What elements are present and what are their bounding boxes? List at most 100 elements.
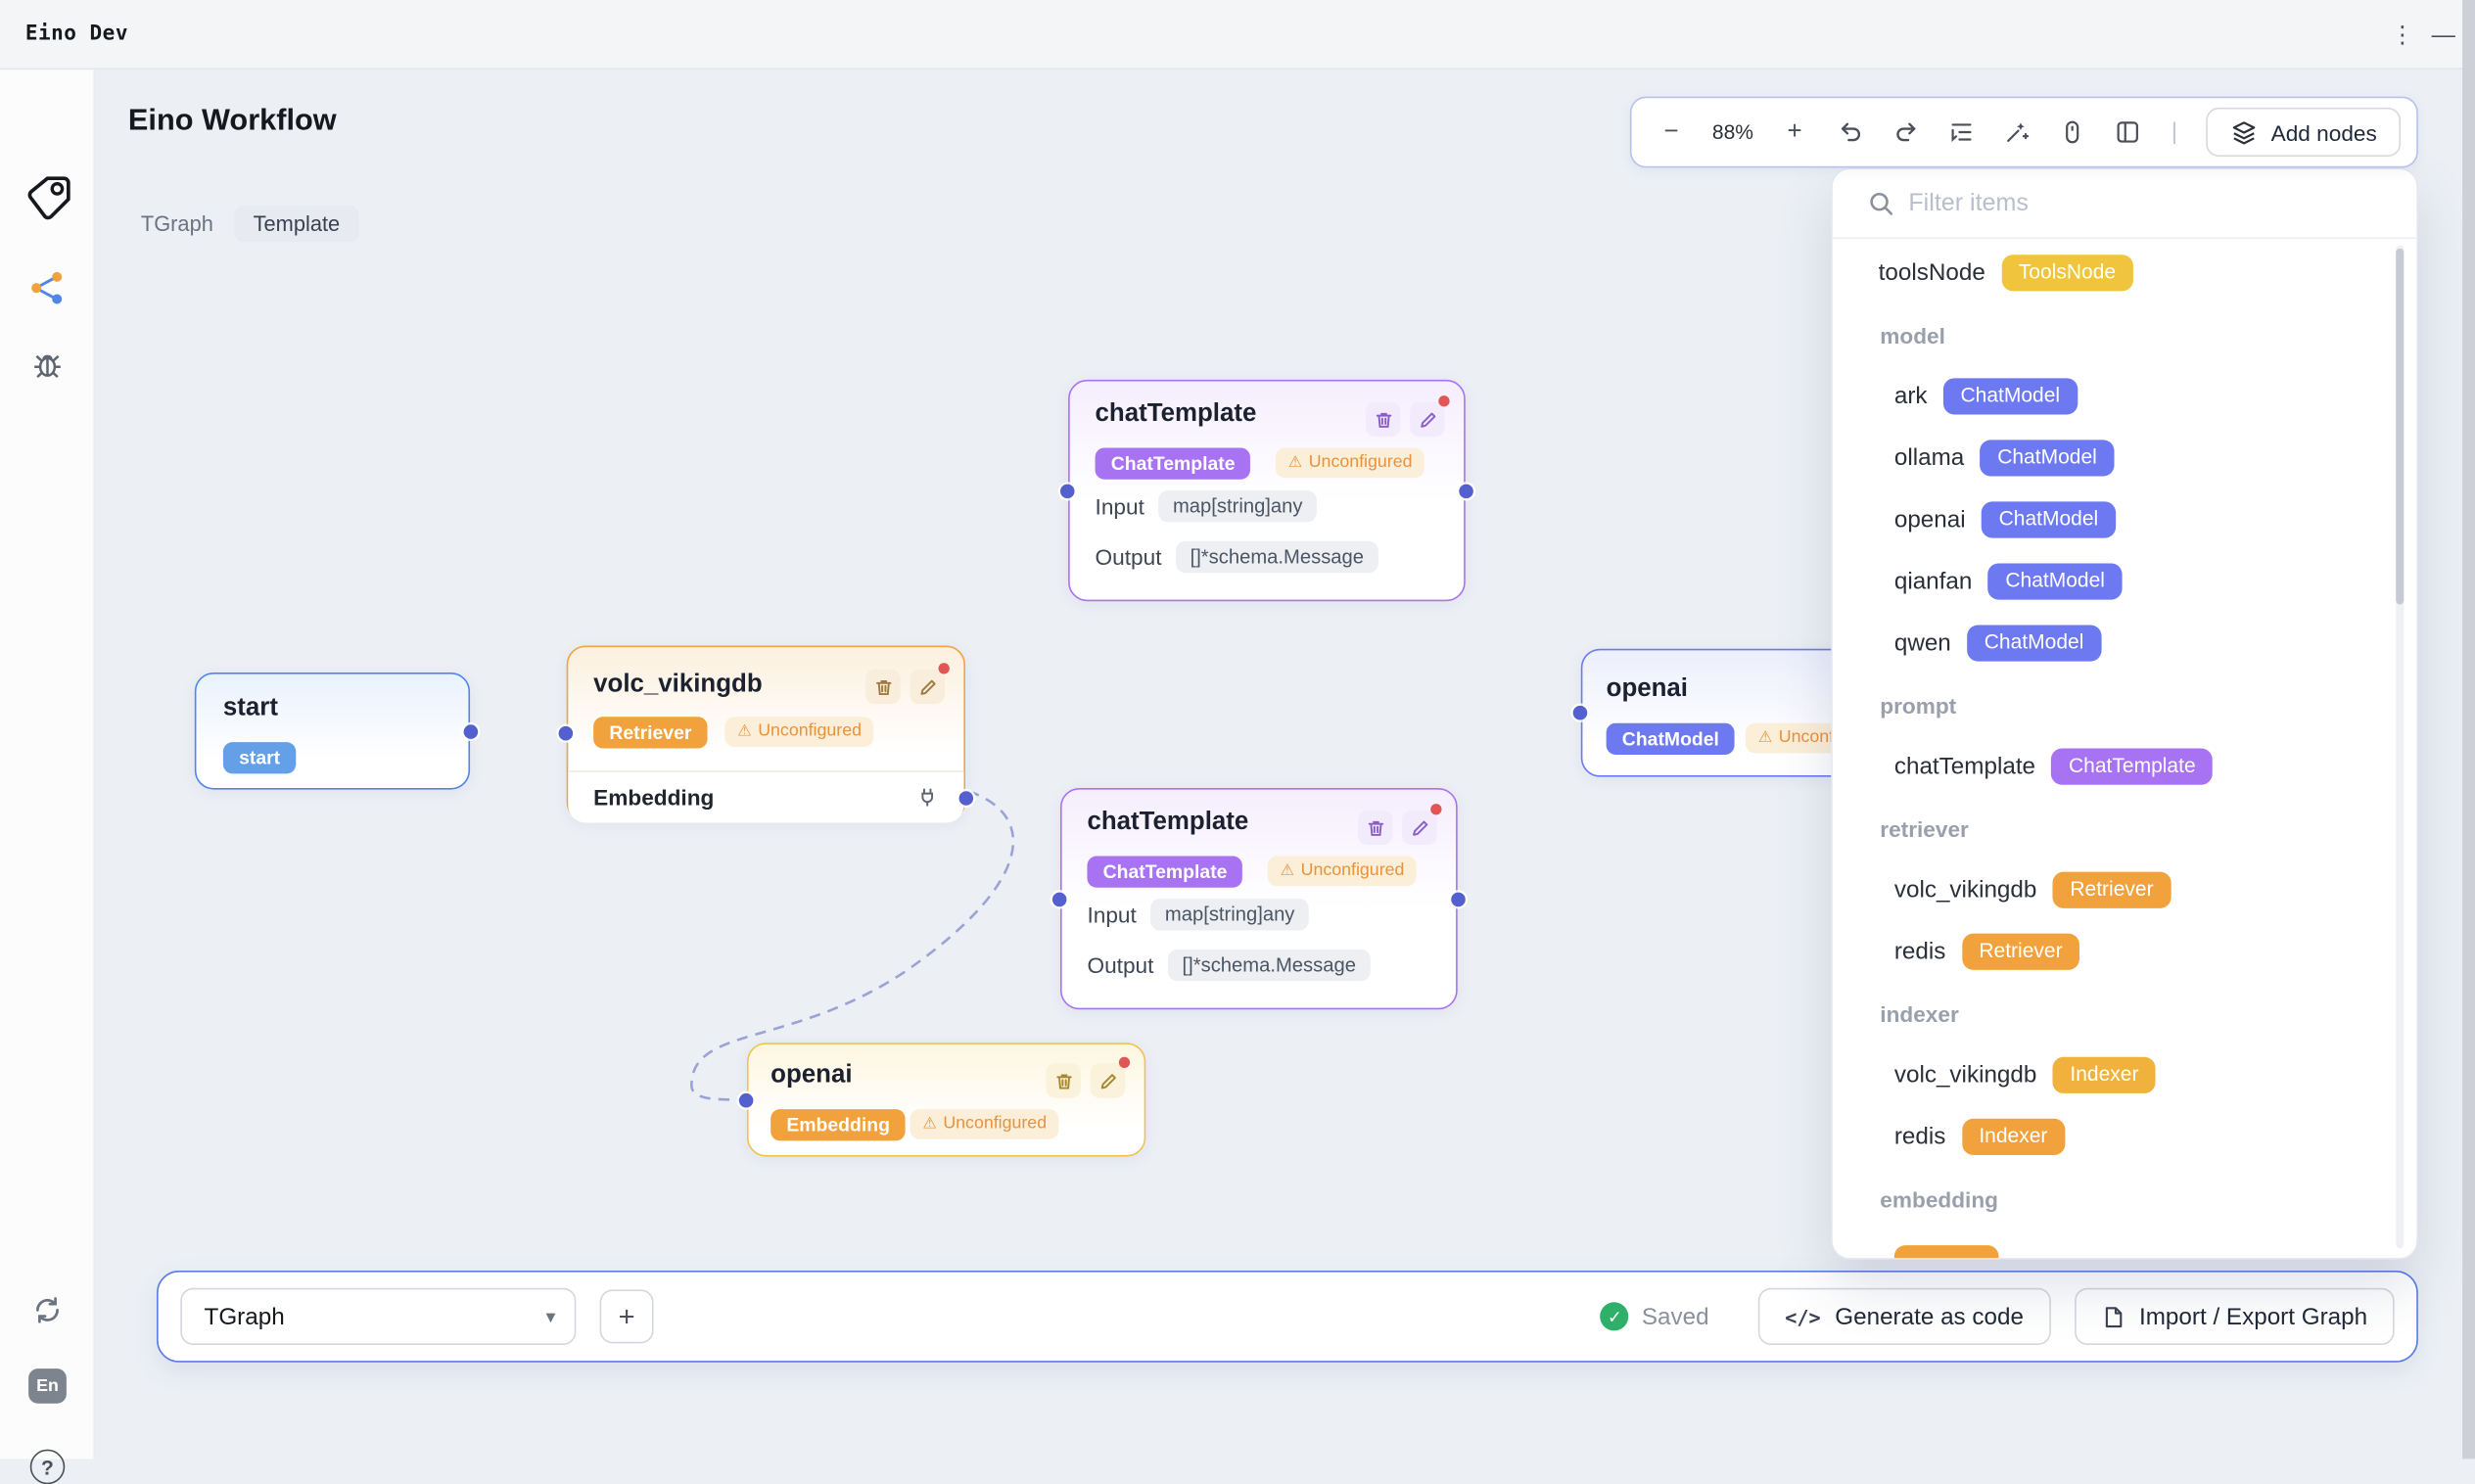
- node-title: openai: [771, 1062, 852, 1090]
- edit-node-button[interactable]: [1091, 1063, 1126, 1098]
- node-start[interactable]: start start: [195, 672, 470, 790]
- auto-layout-button[interactable]: [1940, 112, 1982, 153]
- node-chat-template-2[interactable]: chatTemplate ChatTemplate ⚠ Unconfigured…: [1060, 788, 1458, 1009]
- trash-icon: [1053, 1070, 1074, 1090]
- panel-item-badge: ChatModel: [1980, 441, 2114, 476]
- panel-item-label: redis: [1894, 1124, 1946, 1150]
- unsaved-indicator: [1119, 1057, 1130, 1068]
- eino-logo[interactable]: [18, 167, 77, 227]
- delete-node-button[interactable]: [1046, 1063, 1081, 1098]
- node-title: chatTemplate: [1096, 400, 1257, 429]
- warning-icon: ⚠: [737, 722, 751, 741]
- node-openai-embedding[interactable]: openai Embedding ⚠ Unconfigured: [747, 1043, 1145, 1156]
- graph-select[interactable]: TGraph ▾: [180, 1288, 576, 1345]
- panel-toggle-button[interactable]: [2106, 112, 2147, 153]
- add-nodes-button[interactable]: Add nodes: [2206, 108, 2401, 157]
- save-status: ✓ Saved: [1601, 1302, 1709, 1330]
- layout-icon: [1947, 118, 1974, 145]
- node-volc-vikingdb[interactable]: volc_vikingdb Retriever ⚠ Unconfigured E…: [567, 645, 965, 820]
- panel-group-title-prompt: prompt: [1833, 674, 2416, 736]
- output-port[interactable]: [1451, 892, 1466, 906]
- zoom-level: 88%: [1705, 120, 1759, 144]
- output-row: Output []*schema.Message: [1087, 950, 1370, 981]
- unsaved-indicator: [1430, 804, 1441, 814]
- filter-items-input[interactable]: [1908, 189, 2394, 217]
- sidebar-item-workflow[interactable]: [26, 267, 68, 308]
- panel-search-row: [1833, 169, 2416, 239]
- panel-item-ollama[interactable]: ollama ChatModel: [1833, 427, 2416, 488]
- edit-node-button[interactable]: [1402, 811, 1437, 846]
- delete-node-button[interactable]: [1358, 811, 1393, 846]
- panel-item-label: ollama: [1894, 444, 1964, 471]
- panel-item-qwen[interactable]: qwenChatModel: [1833, 613, 2416, 674]
- panel-layout-icon: [2114, 118, 2140, 145]
- delete-node-button[interactable]: [865, 670, 901, 705]
- panel-item-badge: Retriever: [1962, 934, 2080, 969]
- input-port[interactable]: [1573, 706, 1588, 720]
- left-rail: En ?: [0, 70, 95, 1459]
- generate-code-button[interactable]: </> Generate as code: [1758, 1288, 2051, 1345]
- input-port[interactable]: [1052, 892, 1067, 906]
- help-button[interactable]: ?: [30, 1450, 66, 1484]
- refresh-button[interactable]: [30, 1293, 66, 1328]
- delete-node-button[interactable]: [1366, 402, 1401, 438]
- panel-item-redis[interactable]: redisIndexer: [1833, 1106, 2416, 1168]
- edit-node-button[interactable]: [1410, 402, 1445, 438]
- zoom-in-button[interactable]: +: [1774, 112, 1815, 153]
- embedding-slot-row[interactable]: Embedding: [568, 770, 963, 822]
- panel-item-label: ark: [1894, 383, 1928, 409]
- input-port[interactable]: [1060, 484, 1075, 498]
- magic-wand-button[interactable]: [1995, 112, 2036, 153]
- edit-node-button[interactable]: [910, 670, 945, 705]
- add-graph-button[interactable]: +: [600, 1289, 654, 1343]
- input-type-chip: map[string]any: [1158, 490, 1317, 522]
- panel-item-openai[interactable]: openaiChatModel: [1833, 488, 2416, 550]
- embedding-output-port[interactable]: [959, 790, 974, 805]
- panel-group-title-retriever: retriever: [1833, 798, 2416, 859]
- bug-icon: [30, 347, 66, 382]
- magic-wand-icon: [2003, 118, 2030, 145]
- sidebar-item-debug[interactable]: [28, 345, 67, 383]
- undo-button[interactable]: [1830, 112, 1871, 153]
- node-title: start: [223, 695, 278, 723]
- pen-icon: [1409, 817, 1429, 838]
- panel-item-volc_vikingdb[interactable]: volc_vikingdbRetriever: [1833, 859, 2416, 921]
- pen-icon: [1417, 409, 1437, 430]
- pen-icon: [917, 676, 938, 697]
- output-port[interactable]: [464, 724, 479, 739]
- node-title: openai: [1607, 675, 1688, 704]
- window-scrollbar[interactable]: [2462, 0, 2475, 1459]
- panel-scrollbar-thumb[interactable]: [2396, 249, 2404, 605]
- minimize-icon[interactable]: —: [2423, 0, 2464, 70]
- output-port[interactable]: [1459, 484, 1473, 498]
- pen-icon: [1097, 1070, 1118, 1090]
- panel-item-volc_vikingdb[interactable]: volc_vikingdbIndexer: [1833, 1044, 2416, 1106]
- input-type-chip: map[string]any: [1150, 899, 1309, 930]
- node-type-badge: Retriever: [593, 717, 707, 749]
- node-title: volc_vikingdb: [593, 671, 762, 699]
- panel-item-chatTemplate[interactable]: chatTemplateChatTemplate: [1833, 736, 2416, 798]
- warning-icon: ⚠: [1281, 861, 1294, 880]
- redo-button[interactable]: [1885, 112, 1926, 153]
- import-export-button[interactable]: Import / Export Graph: [2075, 1288, 2395, 1345]
- input-port[interactable]: [739, 1092, 754, 1107]
- panel-item-label: redis: [1894, 939, 1946, 965]
- input-port[interactable]: [559, 726, 574, 741]
- panel-item-ark[interactable]: arkChatModel: [1833, 365, 2416, 427]
- pointer-mode-button[interactable]: [2051, 112, 2092, 153]
- tab-template[interactable]: Template: [234, 206, 358, 242]
- panel-list: toolsNodeToolsNodemodelarkChatModelollam…: [1833, 239, 2416, 1260]
- graph-select-value: TGraph: [205, 1303, 285, 1329]
- overflow-menu-icon[interactable]: ⋮: [2382, 0, 2423, 70]
- panel-item-qianfan[interactable]: qianfanChatModel: [1833, 551, 2416, 613]
- panel-item-badge: Indexer: [2053, 1057, 2157, 1092]
- node-chat-template-1[interactable]: chatTemplate ChatTemplate ⚠ Unconfigured…: [1068, 380, 1466, 601]
- language-toggle[interactable]: En: [28, 1368, 67, 1404]
- import-export-label: Import / Export Graph: [2139, 1303, 2367, 1329]
- zoom-out-button[interactable]: −: [1651, 112, 1692, 153]
- panel-item-redis[interactable]: redis Retriever: [1833, 921, 2416, 983]
- input-row: Input map[string]any: [1087, 899, 1308, 930]
- panel-item-label: qianfan: [1894, 568, 1973, 594]
- panel-item-toolsNode[interactable]: toolsNodeToolsNode: [1833, 242, 2416, 303]
